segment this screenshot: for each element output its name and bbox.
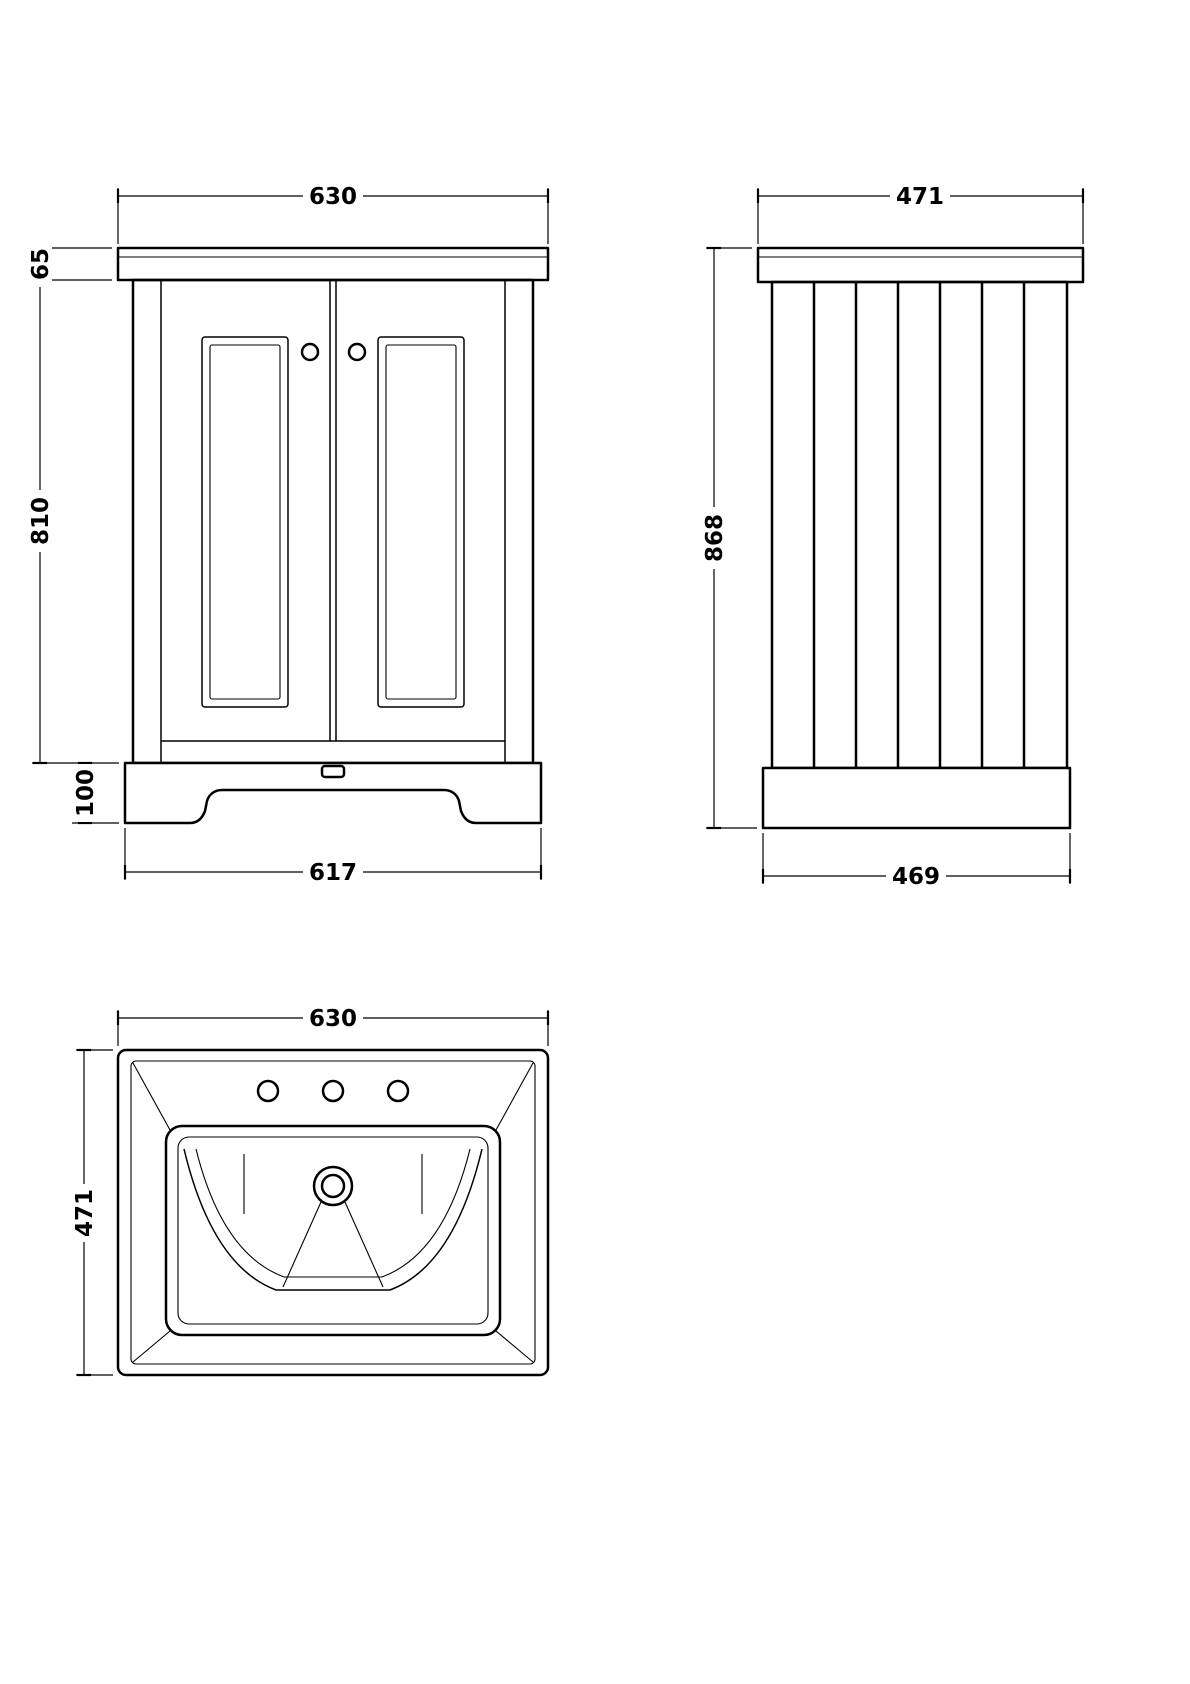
dim-front-plinth-height: 100 [72, 761, 119, 825]
basin-drain [312, 1165, 354, 1207]
front-centre-notch [320, 764, 346, 779]
front-cabinet-body [131, 278, 535, 765]
dim-side-depth-bottom: 469 [761, 833, 1072, 890]
dim-label-front-width-bottom: 617 [309, 860, 357, 886]
side-view-cabinet [756, 246, 1085, 830]
basin-geometry [116, 1048, 550, 1377]
dim-label-front-plinth-height: 100 [73, 769, 99, 817]
dim-label-side-depth-bottom: 469 [892, 864, 940, 890]
front-right-door-panel [377, 336, 465, 708]
dim-label-basin-depth: 471 [72, 1189, 98, 1237]
dim-label-front-width-top: 630 [309, 184, 357, 210]
front-left-knob [300, 342, 320, 362]
dim-front-width-top: 630 [116, 183, 550, 244]
dim-basin-depth: 471 [71, 1048, 113, 1377]
dim-front-width-bottom: 617 [123, 828, 543, 886]
dim-label-front-body-height: 810 [28, 497, 54, 545]
front-left-door-panel [201, 336, 289, 708]
side-countertop [756, 246, 1085, 284]
front-plinth [123, 761, 543, 825]
front-right-knob [347, 342, 367, 362]
dim-basin-width: 630 [116, 1005, 550, 1046]
dim-label-basin-width: 630 [309, 1006, 357, 1032]
dim-side-height: 868 [701, 246, 757, 830]
front-countertop [116, 246, 550, 282]
dim-front-heights: 65 810 [27, 241, 119, 765]
dim-label-side-height: 868 [702, 514, 728, 562]
dim-side-depth-top: 471 [756, 183, 1085, 244]
side-plinth [761, 766, 1072, 830]
side-view: 471 868 469 [701, 183, 1085, 890]
front-view: 630 65 810 [27, 183, 550, 886]
basin-tap-holes [256, 1079, 410, 1103]
front-view-cabinet [116, 246, 550, 825]
dim-label-front-counter-height: 65 [28, 248, 54, 280]
basin-bowl [164, 1124, 502, 1337]
dim-label-side-depth-top: 471 [896, 184, 944, 210]
basin-outer-rim [116, 1048, 550, 1377]
basin-top-view: 630 471 [71, 1005, 550, 1377]
